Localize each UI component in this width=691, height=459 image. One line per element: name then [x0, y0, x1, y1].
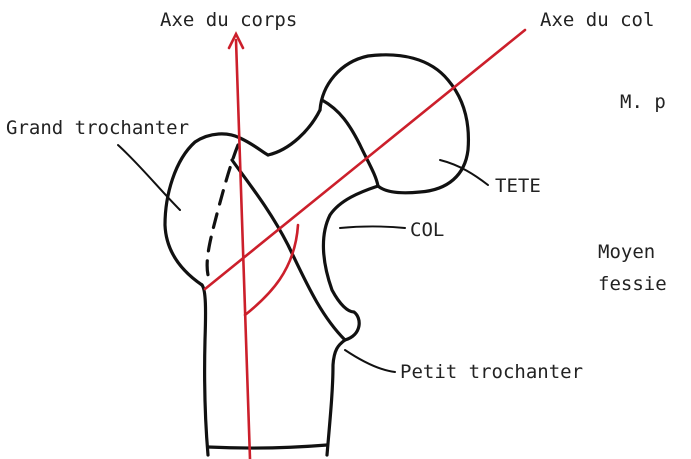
- label-petit-trochanter: Petit trochanter: [400, 361, 583, 383]
- femoral-head: [320, 55, 468, 193]
- grand-trochanter-leader: [118, 145, 180, 210]
- petit-trochanter-leader: [345, 350, 395, 372]
- neck-inferior-edge: [323, 186, 378, 340]
- col-leader: [340, 227, 405, 229]
- neck-axis-line: [205, 30, 525, 289]
- shaft-right-edge: [327, 340, 345, 455]
- shaft-left-edge: [202, 285, 208, 455]
- label-fessier: fessie: [598, 273, 667, 295]
- label-axe-du-corps: Axe du corps: [160, 9, 297, 31]
- label-moyen: Moyen: [598, 241, 655, 263]
- neck-superior-edge: [268, 110, 320, 155]
- label-axe-du-col: Axe du col: [540, 9, 654, 31]
- femur-outline: [165, 55, 468, 455]
- label-m-p: M. p: [620, 91, 666, 113]
- label-col: COL: [410, 219, 444, 241]
- axes: [205, 30, 525, 459]
- shaft-base-line: [208, 445, 327, 448]
- labels: Axe du corps Axe du col Grand trochanter…: [6, 9, 667, 383]
- label-tete: TETE: [495, 175, 541, 197]
- body-axis-line: [236, 40, 250, 459]
- neck-shaft-angle-arc: [245, 225, 298, 315]
- label-grand-trochanter: Grand trochanter: [6, 117, 189, 139]
